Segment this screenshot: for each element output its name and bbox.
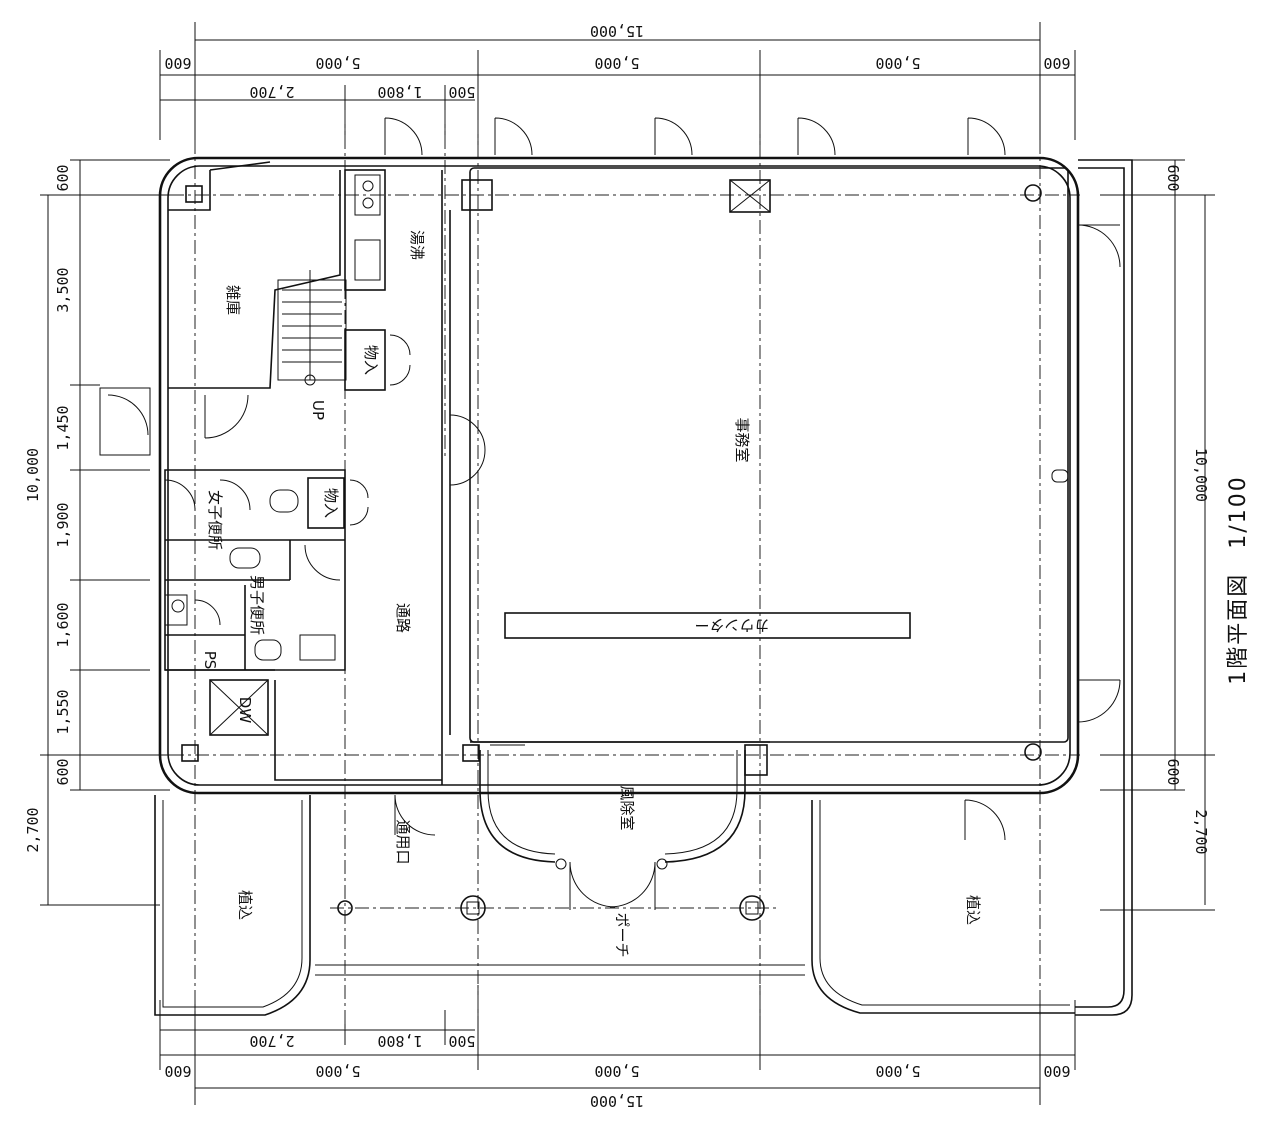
- top-dimensions: 15,000 5,000 5,000 5,000 600 600 2,700 1…: [159, 22, 1076, 150]
- dim-bottom-bay-2: 5,000: [594, 1062, 639, 1080]
- dim-bottom-overall: 15,000: [590, 1092, 644, 1110]
- counter-label: カウンター: [694, 616, 769, 634]
- room-storage: 雑庫: [224, 285, 242, 315]
- room-vestibule: 風除室: [618, 785, 636, 830]
- room-closet-1: 物入: [362, 345, 380, 375]
- dim-top-bay-3: 5,000: [875, 54, 920, 72]
- dim-left-2: 3,500: [54, 267, 72, 312]
- dim-bottom-margin-right: 600: [1043, 1062, 1070, 1080]
- left-dimensions: 600 3,500 1,450 1,900 1,600 1,550 600 2,…: [24, 159, 170, 906]
- dim-top-sub-2: 1,800: [377, 83, 422, 101]
- dim-right-2: 10,000: [1192, 448, 1210, 502]
- dim-right-1: 600: [1164, 164, 1182, 191]
- dim-left-4: 1,900: [54, 502, 72, 547]
- counter: [504, 612, 911, 639]
- dim-left-1: 600: [54, 164, 72, 191]
- dim-top-sub-1: 2,700: [249, 83, 294, 101]
- dim-bottom-bay-3: 5,000: [875, 1062, 920, 1080]
- right-dimensions: 600 10,000 600 2,700: [1100, 159, 1215, 911]
- room-corridor: 通路: [394, 603, 412, 633]
- room-ps: PS: [201, 651, 219, 670]
- grid-lines: [170, 110, 1080, 1030]
- dim-bottom-sub-2: 1,800: [377, 1032, 422, 1050]
- room-mens-wc: 男子便所: [248, 575, 266, 635]
- porch-columns: [337, 895, 765, 921]
- room-office: 事務室: [733, 417, 751, 462]
- doors: [99, 117, 1121, 910]
- stair-up: UP: [309, 400, 327, 420]
- dim-left-overall: 10,000: [24, 448, 42, 502]
- dim-top-overall: 15,000: [590, 22, 644, 40]
- bottom-dimensions: 15,000 5,000 5,000 5,000 600 600 2,700 1…: [159, 985, 1076, 1110]
- building-outline: [158, 156, 1133, 1016]
- dim-left-5: 1,600: [54, 602, 72, 647]
- dim-bottom-sub-1: 2,700: [249, 1032, 294, 1050]
- room-planting-right: 植込: [964, 895, 982, 925]
- stair-up-marker: [304, 374, 316, 386]
- room-planting-left: 植込: [236, 890, 254, 920]
- room-closet-2: 物入: [322, 488, 340, 518]
- dim-right-3: 600: [1164, 758, 1182, 785]
- room-porch: ポーチ: [613, 912, 631, 957]
- room-labels: 雑庫 湯沸 物入 物入 UP 女子便所 男子便所 PS DW 通路 事務室 風除…: [201, 230, 982, 958]
- dim-top-margin-right: 600: [1043, 54, 1070, 72]
- dim-bottom-sub-3: 500: [448, 1032, 475, 1050]
- vestibule: [470, 741, 770, 870]
- room-dw: DW: [236, 697, 254, 724]
- room-service-entrance: 通用口: [394, 819, 412, 864]
- dim-bottom-bay-1: 5,000: [315, 1062, 360, 1080]
- dim-top-bay-2: 5,000: [594, 54, 639, 72]
- dim-top-sub-3: 500: [448, 83, 475, 101]
- dim-left-3: 1,450: [54, 405, 72, 450]
- dim-right-4: 2,700: [1192, 809, 1210, 854]
- dim-left-8: 2,700: [24, 807, 42, 852]
- drawing-title: 1階平面図 1/100: [1226, 475, 1251, 684]
- dim-bottom-margin-left: 600: [164, 1062, 191, 1080]
- interior-walls: [164, 161, 1069, 785]
- room-kitchenette: 湯沸: [408, 230, 426, 260]
- room-womens-wc: 女子便所: [206, 490, 224, 550]
- dim-left-6: 1,550: [54, 689, 72, 734]
- dim-top-bay-1: 5,000: [315, 54, 360, 72]
- dim-top-margin-left: 600: [164, 54, 191, 72]
- dim-left-7: 600: [54, 758, 72, 785]
- planting-areas: [154, 795, 1075, 1016]
